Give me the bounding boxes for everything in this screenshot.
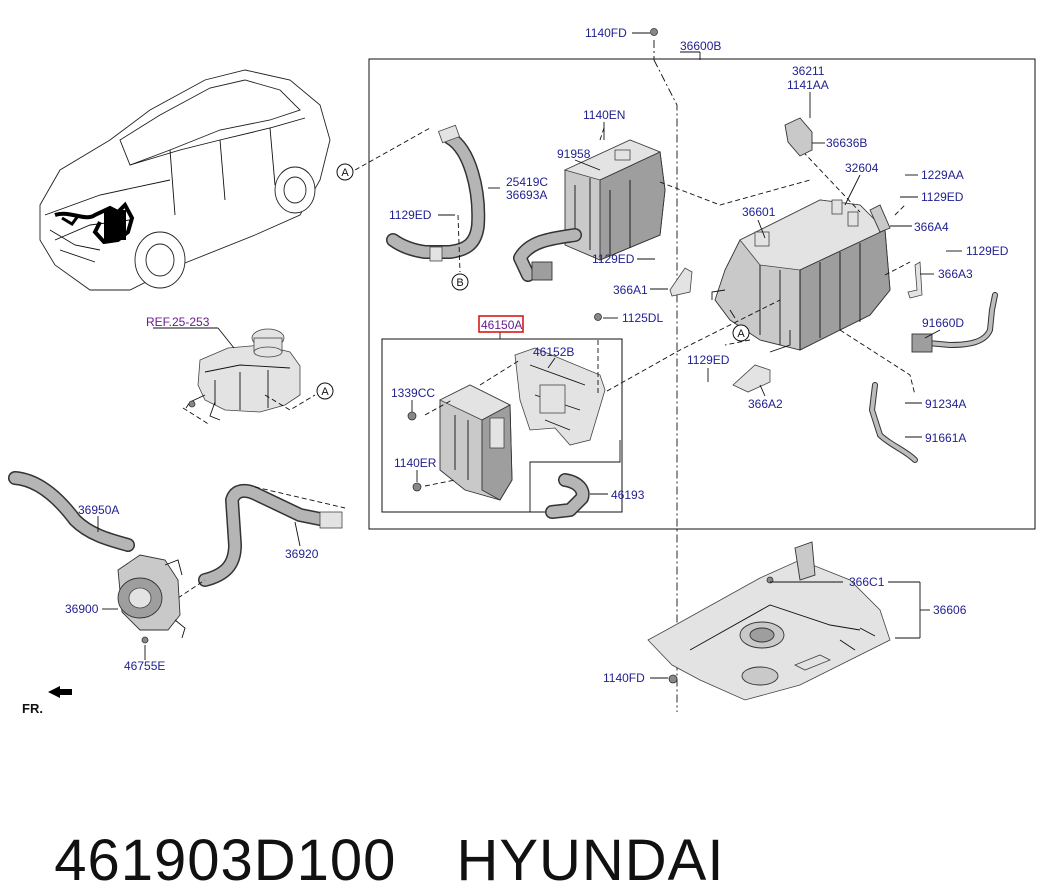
label-91958: 91958 <box>557 147 591 161</box>
label-36601: 36601 <box>742 205 776 219</box>
hose-36950a <box>8 471 135 552</box>
pump-36900 <box>117 554 186 644</box>
bracket-366a2 <box>732 364 771 393</box>
label-46193: 46193 <box>611 488 645 502</box>
ref-circle-a-1: A <box>336 163 354 181</box>
label-1140en: 1140EN <box>583 108 625 122</box>
component-91958 <box>513 139 666 282</box>
label-1140er: 1140ER <box>394 456 437 470</box>
ref-circle-a-2: A <box>316 382 334 400</box>
label-91234a: 91234A <box>925 397 966 411</box>
label-366a2: 366A2 <box>748 397 783 411</box>
svg-text:A: A <box>341 167 349 179</box>
parts-diagram: A B A A <box>8 26 1036 716</box>
label-46755e: 46755E <box>124 659 165 673</box>
label-fr: FR. <box>22 701 43 716</box>
vehicle-illustration <box>39 69 331 291</box>
label-1129ed-bottom: 1129ED <box>687 353 730 367</box>
cable-91660d <box>911 292 998 353</box>
coolant-reservoir <box>185 328 301 421</box>
label-1141aa: 1141AA <box>787 78 829 92</box>
assembly-frame-36600B <box>368 58 1036 530</box>
part-labels: 1140FD 36600B 36211 1141AA 1140EN 36636B… <box>65 26 1009 685</box>
label-1129ed-mid: 1129ED <box>592 252 635 266</box>
label-46150a: 46150A <box>481 318 522 332</box>
label-36900: 36900 <box>65 602 99 616</box>
component-46150a-unit <box>439 384 513 501</box>
label-36950a: 36950A <box>78 503 119 517</box>
svg-text:A: A <box>737 328 745 340</box>
label-36920: 36920 <box>285 547 319 561</box>
component-36601 <box>711 199 891 353</box>
label-1339cc: 1339CC <box>391 386 435 400</box>
label-1229aa: 1229AA <box>921 168 964 182</box>
component-46152b <box>514 347 606 446</box>
label-366a1: 366A1 <box>613 283 648 297</box>
label-36606: 36606 <box>933 603 967 617</box>
part-number-caption: 461903D100 <box>54 828 397 893</box>
bracket-366a1 <box>669 267 693 297</box>
tray-36606 <box>647 541 891 701</box>
front-direction-indicator: FR. <box>22 686 72 716</box>
hose-46193 <box>545 473 590 519</box>
hose-36920 <box>198 483 343 587</box>
label-36693a: 36693A <box>506 188 547 202</box>
label-ref-25-253: REF.25-253 <box>146 315 210 329</box>
svg-text:A: A <box>321 386 329 398</box>
brand-caption: HYUNDAI <box>456 828 725 893</box>
bracket-36636b <box>784 117 813 157</box>
label-32604: 32604 <box>845 161 879 175</box>
label-36636b: 36636B <box>826 136 867 150</box>
label-1125dl: 1125DL <box>622 311 663 325</box>
leader-lines <box>97 32 962 679</box>
label-1129ed-r2: 1129ED <box>966 244 1009 258</box>
front-arrow-icon <box>48 686 72 698</box>
label-366c1: 366C1 <box>849 575 885 589</box>
label-1140fd-top: 1140FD <box>585 26 627 40</box>
bracket-366a3 <box>907 261 923 299</box>
label-366a3: 366A3 <box>938 267 973 281</box>
label-91661a: 91661A <box>925 431 966 445</box>
label-91660d: 91660D <box>922 316 964 330</box>
hose-25419c <box>386 124 486 262</box>
label-1129ed-left: 1129ED <box>389 208 432 222</box>
cable-91661a <box>868 382 918 463</box>
svg-text:B: B <box>456 277 463 289</box>
label-46152b: 46152B <box>533 345 574 359</box>
label-1129ed-r1: 1129ED <box>921 190 964 204</box>
label-25419c: 25419C <box>506 175 548 189</box>
label-366a4: 366A4 <box>914 220 949 234</box>
ref-circle-b: B <box>451 273 469 291</box>
highlight-box-46150a <box>478 315 524 333</box>
ref-circle-a-3: A <box>732 324 750 342</box>
label-36211: 36211 <box>792 64 825 78</box>
caption: 461903D100 HYUNDAI <box>20 760 724 894</box>
label-36600b: 36600B <box>680 39 721 53</box>
label-1140fd-bottom: 1140FD <box>603 671 645 685</box>
subassembly-frame-46150A <box>381 338 623 513</box>
bracket-366a4 <box>869 204 891 233</box>
